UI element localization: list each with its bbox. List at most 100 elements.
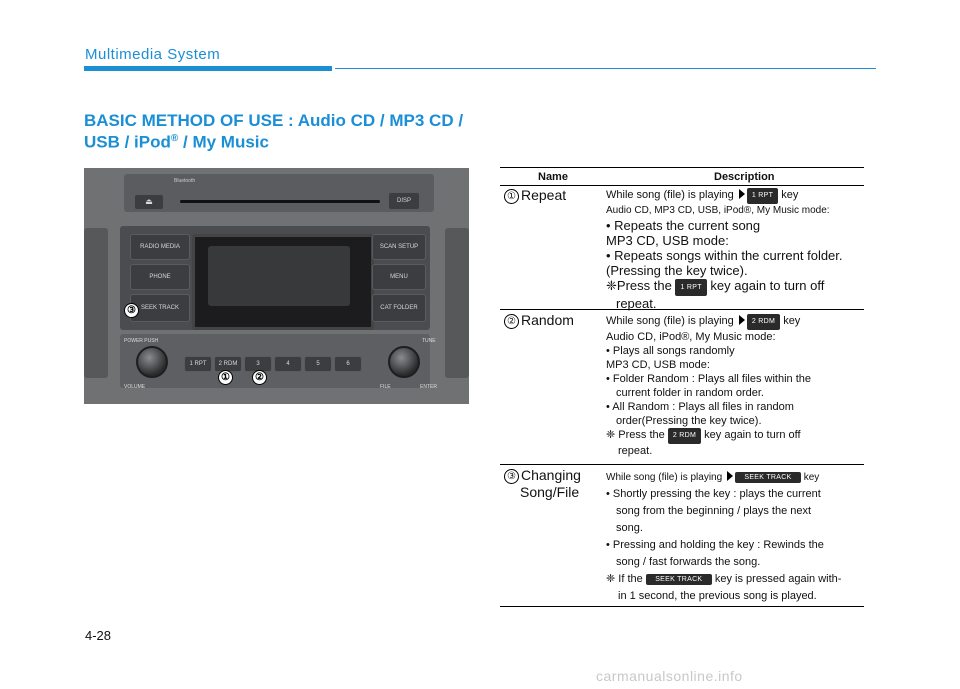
display-screen: [208, 246, 350, 306]
tune-knob: [388, 346, 420, 378]
desc-text: key: [803, 472, 820, 483]
registered-mark: ®: [170, 133, 179, 144]
power-push-label: POWER PUSH: [124, 338, 159, 344]
desc-line: repeat.: [616, 296, 657, 311]
row-divider: [500, 464, 864, 465]
file-label: FILE: [380, 384, 391, 390]
cd-slot: [180, 200, 380, 203]
volume-label: VOLUME: [124, 384, 146, 390]
heading-line-1: BASIC METHOD OF USE : Audio CD / MP3 CD …: [84, 111, 464, 130]
desc-line: repeat.: [618, 445, 653, 457]
desc-line: song / fast forwards the song.: [616, 556, 761, 568]
desc-line: While song (file) is playing 1 RPT key: [606, 188, 862, 204]
row-divider: [500, 309, 864, 310]
header-rule-thick: [84, 66, 332, 71]
desc-line: • Shortly pressing the key : plays the c…: [606, 488, 821, 500]
preset-button-1: 1 RPT: [184, 356, 212, 372]
desc-line: • All Random : Plays all files in random: [606, 401, 794, 413]
table-top-rule: [500, 167, 864, 168]
desc-line: order(Pressing the key twice).: [616, 415, 762, 427]
callout-1: ①: [218, 370, 233, 385]
play-arrow-icon: [738, 315, 745, 325]
table-header-rule: [500, 185, 864, 186]
desc-line: • Repeats the current song: [606, 218, 761, 233]
row-name-label: Random: [521, 312, 574, 328]
row-changing-description: While song (file) is playing SEEK TRACK …: [606, 469, 862, 605]
heading-line-2-suffix: / My Music: [178, 132, 269, 152]
header-rule-thin: [335, 68, 876, 69]
desc-text: key: [781, 189, 799, 201]
seek-track-button: SEEK TRACK: [130, 294, 190, 322]
table-header-name: Name: [538, 171, 568, 183]
desc-line: • Repeats songs within the current folde…: [606, 248, 843, 263]
desc-line: MP3 CD, USB mode:: [606, 233, 729, 248]
desc-text: key: [783, 315, 801, 327]
desc-text: ❈Press the: [606, 278, 672, 293]
row-repeat-description: While song (file) is playing 1 RPT key A…: [606, 188, 862, 311]
seek-track-key-icon: SEEK TRACK: [645, 574, 712, 585]
scan-setup-button: SCAN SETUP: [372, 234, 426, 260]
callout-2: ②: [252, 370, 267, 385]
table-header-description: Description: [714, 171, 775, 183]
desc-line: While song (file) is playing 2 RDM key: [606, 314, 862, 330]
disp-button: DISP: [388, 192, 420, 210]
section-title: Multimedia System: [85, 46, 221, 63]
enter-label: ENTER: [420, 384, 437, 390]
desc-line: MP3 CD, USB mode:: [606, 359, 710, 371]
desc-line: While song (file) is playing SEEK TRACK …: [606, 469, 862, 486]
bluetooth-label: Bluetooth: [174, 178, 196, 184]
preset-button-5: 5: [304, 356, 332, 372]
desc-text: ❈ If the: [606, 573, 643, 585]
desc-line: Audio CD, iPod®, My Music mode:: [606, 331, 776, 343]
desc-line: • Plays all songs randomly: [606, 345, 735, 357]
desc-text: ❈ Press the: [606, 429, 665, 441]
desc-line: • Folder Random : Plays all files within…: [606, 373, 811, 385]
play-arrow-icon: [738, 189, 745, 199]
row-number-badge: ②: [504, 314, 519, 329]
desc-text: key again to turn off: [704, 429, 801, 441]
volume-knob: [136, 346, 168, 378]
row-name-line: Song/File: [520, 484, 580, 500]
preset-button-6: 6: [334, 356, 362, 372]
desc-line: ❈ Press the 2 RDM key again to turn off: [606, 428, 862, 444]
right-vent: [445, 228, 469, 378]
seek-track-key-icon: SEEK TRACK: [734, 472, 801, 483]
heading-line-2: USB / iPod® / My Music: [84, 130, 463, 152]
desc-text: While song (file) is playing: [606, 472, 723, 483]
desc-line: (Pressing the key twice).: [606, 263, 748, 278]
callout-3: ③: [124, 303, 139, 318]
preset-button-4: 4: [274, 356, 302, 372]
eject-button: ⏏: [134, 194, 164, 210]
desc-text: While song (file) is playing: [606, 315, 734, 327]
play-arrow-icon: [726, 471, 733, 481]
desc-text: While song (file) is playing: [606, 189, 734, 201]
menu-button: MENU: [372, 264, 426, 290]
desc-line: ❈ If the SEEK TRACK key is pressed again…: [606, 571, 862, 588]
table-bottom-rule: [500, 606, 864, 607]
page-number: 4-28: [85, 628, 112, 643]
heading-line-2-prefix: USB / iPod: [84, 132, 171, 152]
desc-line: song.: [616, 522, 643, 534]
page-heading: BASIC METHOD OF USE : Audio CD / MP3 CD …: [84, 112, 463, 152]
desc-line: • Pressing and holding the key : Rewinds…: [606, 539, 824, 551]
cat-folder-button: CAT FOLDER: [372, 294, 426, 322]
row-random-description: While song (file) is playing 2 RDM key A…: [606, 314, 862, 458]
phone-button: PHONE: [130, 264, 190, 290]
radio-media-button: RADIO MEDIA: [130, 234, 190, 260]
desc-line: Audio CD, MP3 CD, USB, iPod®, My Music m…: [606, 205, 830, 216]
cd-slot-panel: [124, 174, 434, 212]
row-number-badge: ①: [504, 189, 519, 204]
desc-line: ❈Press the 1 RPT key again to turn off: [606, 278, 862, 296]
row-name-label: Repeat: [521, 187, 567, 203]
desc-text: key again to turn off: [710, 278, 825, 293]
desc-line: current folder in random order.: [616, 387, 764, 399]
row-name-label: Changing: [521, 467, 581, 483]
row-number-badge: ③: [504, 469, 519, 484]
desc-line: in 1 second, the previous song is played…: [618, 590, 817, 602]
rdm-key-icon: 2 RDM: [746, 314, 781, 330]
watermark: carmanualsonline.info: [596, 668, 743, 684]
